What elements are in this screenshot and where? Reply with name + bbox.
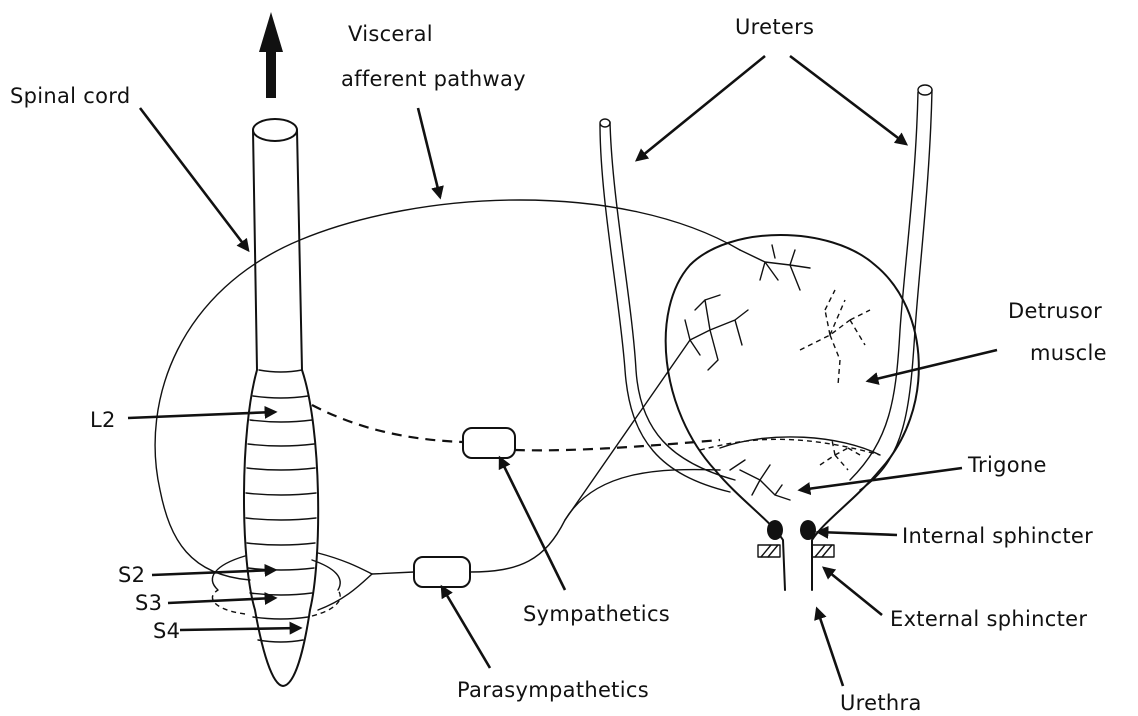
detrusor-label-line1: Detrusor (1008, 299, 1102, 323)
ureters-arrow-right (790, 56, 906, 144)
sacral-roots (212, 553, 372, 616)
parasympathetics-label: Parasympathetics (457, 678, 649, 702)
ascending-arrow (259, 12, 283, 98)
s4-arrow (180, 628, 300, 630)
sympathetic-pathway (312, 405, 463, 442)
ureters-arrow-left (637, 56, 765, 160)
spinal-cord-label: Spinal cord (10, 84, 130, 108)
urethra-arrow (817, 609, 843, 686)
parasympathetic-pathway-to-bladder (470, 470, 720, 572)
urethra-label: Urethra (840, 691, 922, 715)
l2-arrow (128, 412, 275, 418)
s4-label: S4 (153, 619, 180, 643)
external-sphincter-arrow (824, 568, 882, 615)
visceral-label-line1: Visceral (348, 22, 433, 46)
nerve-branches (685, 245, 870, 500)
sympathetics-label: Sympathetics (523, 602, 670, 626)
spinal-cord-arrow (140, 108, 248, 250)
sympathetic-ganglion (463, 428, 515, 458)
parasympathetic-ganglion (414, 557, 470, 587)
internal-sphincter-marker-right (800, 520, 816, 540)
trigone-label: Trigone (967, 453, 1047, 477)
visceral-label-line2: afferent pathway (341, 67, 526, 91)
ureters (600, 85, 932, 492)
s2-label: S2 (118, 563, 145, 587)
internal-sphincter-marker (767, 520, 783, 540)
s3-arrow (168, 598, 275, 603)
l2-label: L2 (90, 408, 116, 432)
external-sphincter-marker (758, 545, 834, 557)
nerve-fiber-to-bladder (565, 340, 690, 520)
external-sphincter-label: External sphincter (890, 607, 1087, 631)
s3-label: S3 (135, 591, 162, 615)
internal-sphincter-label: Internal sphincter (902, 524, 1093, 548)
sympathetics-arrow (500, 458, 565, 590)
spinal-segments (246, 370, 316, 642)
text-labels: Spinal cord Visceral afferent pathway Ur… (10, 15, 1107, 715)
detrusor-label-line2: muscle (1030, 341, 1107, 365)
parasympathetic-pathway-from-cord (372, 572, 414, 574)
parasympathetics-arrow (442, 587, 490, 668)
detrusor-arrow (868, 350, 997, 381)
bladder (666, 235, 919, 590)
internal-sphincter-arrow (818, 532, 897, 535)
visceral-afferent-arrow (418, 108, 440, 197)
label-arrows (128, 56, 997, 686)
visceral-afferent-pathway (155, 200, 740, 580)
spinal-cord (244, 119, 318, 686)
ureters-label: Ureters (735, 15, 814, 39)
